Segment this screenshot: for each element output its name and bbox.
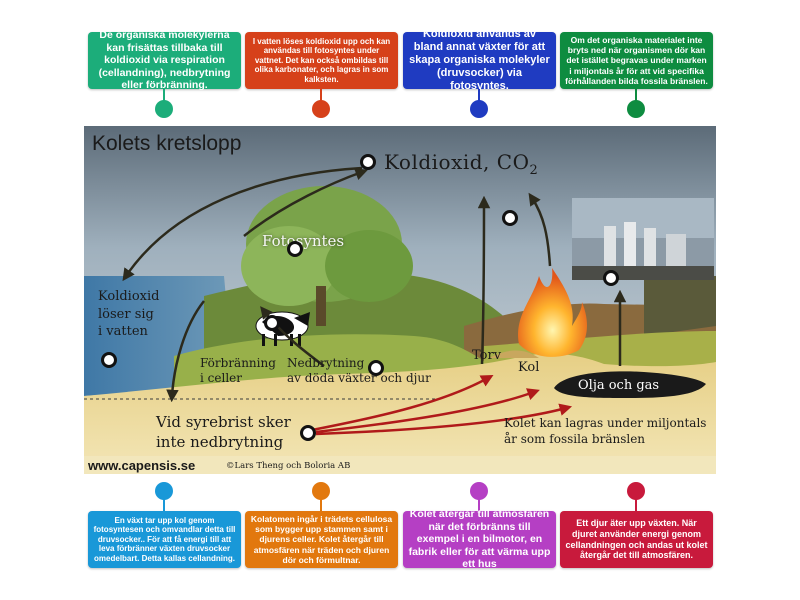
pin-line — [635, 89, 637, 103]
card-cellular-respiration[interactable]: En växt tar upp kol genom fotosyntesen o… — [88, 511, 241, 568]
pin-dot[interactable] — [627, 100, 645, 118]
cell-combustion-label: Förbränning i celler — [200, 356, 276, 386]
co2-dissolves-label: Koldioxid löser sig i vatten — [98, 288, 159, 341]
pin-line — [320, 89, 322, 103]
pin-line — [478, 89, 480, 103]
card-water-dissolve[interactable]: I vatten löses koldioxid upp och kan anv… — [245, 32, 398, 89]
diagram-title: Kolets kretslopp — [92, 132, 242, 155]
hotspot-water[interactable] — [101, 352, 117, 368]
pin-line — [320, 498, 322, 512]
peat-label: Torv — [472, 348, 502, 363]
card-fossil-fuels[interactable]: Om det organiska materialet inte bryts n… — [560, 32, 713, 89]
website-credit: www.capensis.se — [88, 458, 196, 473]
card-respiration[interactable]: De organiska molekylerna kan frisättas t… — [88, 29, 241, 92]
card-combustion[interactable]: Kolet återgår till atmosfären när det fö… — [403, 508, 556, 571]
label-line: av döda växter och djur — [287, 371, 431, 385]
co2-label-text: Koldioxid, CO — [384, 150, 530, 174]
label-line: Vid syrebrist sker — [156, 413, 291, 431]
pin-dot[interactable] — [312, 100, 330, 118]
card-text: De organiska molekylerna kan frisättas t… — [98, 29, 231, 92]
pin-line — [163, 498, 165, 512]
decomposition-label: Nedbrytning av döda växter och djur — [287, 356, 431, 386]
copyright-credit: ©Lars Theng och Boloria AB — [226, 461, 351, 471]
carbon-cycle-diagram: Kolets kretslopp Koldioxid, CO2 Fotosynt… — [84, 126, 716, 474]
label-line: Kolet kan lagras under miljontals — [504, 416, 707, 430]
card-text: Kolatomen ingår i trädets cellulosa som … — [250, 514, 393, 565]
co2-subscript: 2 — [529, 163, 539, 178]
oil-gas-label: Olja och gas — [578, 378, 660, 393]
hotspot-combustion[interactable] — [502, 210, 518, 226]
label-line: i celler — [200, 371, 242, 385]
card-animal-respiration[interactable]: Ett djur äter upp växten. När djuret anv… — [560, 511, 713, 568]
co2-label: Koldioxid, CO2 — [384, 150, 538, 178]
pin-dot[interactable] — [627, 482, 645, 500]
label-line: år som fossila bränslen — [504, 431, 646, 446]
oxygen-deficiency-label: Vid syrebrist sker inte nedbrytning — [156, 412, 291, 453]
hotspot-photosynthesis[interactable] — [287, 241, 303, 257]
hotspot-factory[interactable] — [603, 270, 619, 286]
pin-line — [635, 498, 637, 512]
card-photosynthesis[interactable]: Koldioxid används av bland annat växter … — [403, 28, 556, 92]
label-line: Förbränning — [200, 356, 276, 370]
card-text: I vatten löses koldioxid upp och kan anv… — [252, 36, 391, 84]
diagram-illustration — [84, 126, 716, 474]
label-line: löser sig — [98, 306, 154, 322]
card-text: En växt tar upp kol genom fotosyntesen o… — [93, 515, 236, 563]
photosynthesis-label: Fotosyntes — [262, 232, 345, 250]
hotspot-decomposition[interactable] — [368, 360, 384, 376]
hotspot-co2[interactable] — [360, 154, 376, 170]
hotspot-cow[interactable] — [264, 315, 280, 331]
coal-label: Kol — [518, 360, 540, 375]
pin-dot[interactable] — [470, 482, 488, 500]
label-line: i vatten — [98, 324, 148, 340]
pin-line — [478, 498, 480, 512]
hotspot-oxygen-deficiency[interactable] — [300, 425, 316, 441]
pin-dot[interactable] — [155, 482, 173, 500]
card-decomposition[interactable]: Kolatomen ingår i trädets cellulosa som … — [245, 511, 398, 568]
card-text: Om det organiska materialet inte bryts n… — [565, 35, 708, 86]
pin-dot[interactable] — [312, 482, 330, 500]
label-line: inte nedbrytning — [156, 433, 284, 452]
pin-dot[interactable] — [470, 100, 488, 118]
pin-line — [163, 89, 165, 103]
label-line: Koldioxid — [98, 289, 160, 304]
fossil-storage-label: Kolet kan lagras under miljontals år som… — [504, 416, 706, 447]
card-text: Koldioxid används av bland annat växter … — [409, 27, 550, 93]
card-text: Ett djur äter upp växten. När djuret anv… — [565, 517, 708, 561]
label-line: Nedbrytning — [287, 356, 365, 370]
pin-dot[interactable] — [155, 100, 173, 118]
card-text: Kolet återgår till atmosfären när det fö… — [408, 508, 551, 571]
